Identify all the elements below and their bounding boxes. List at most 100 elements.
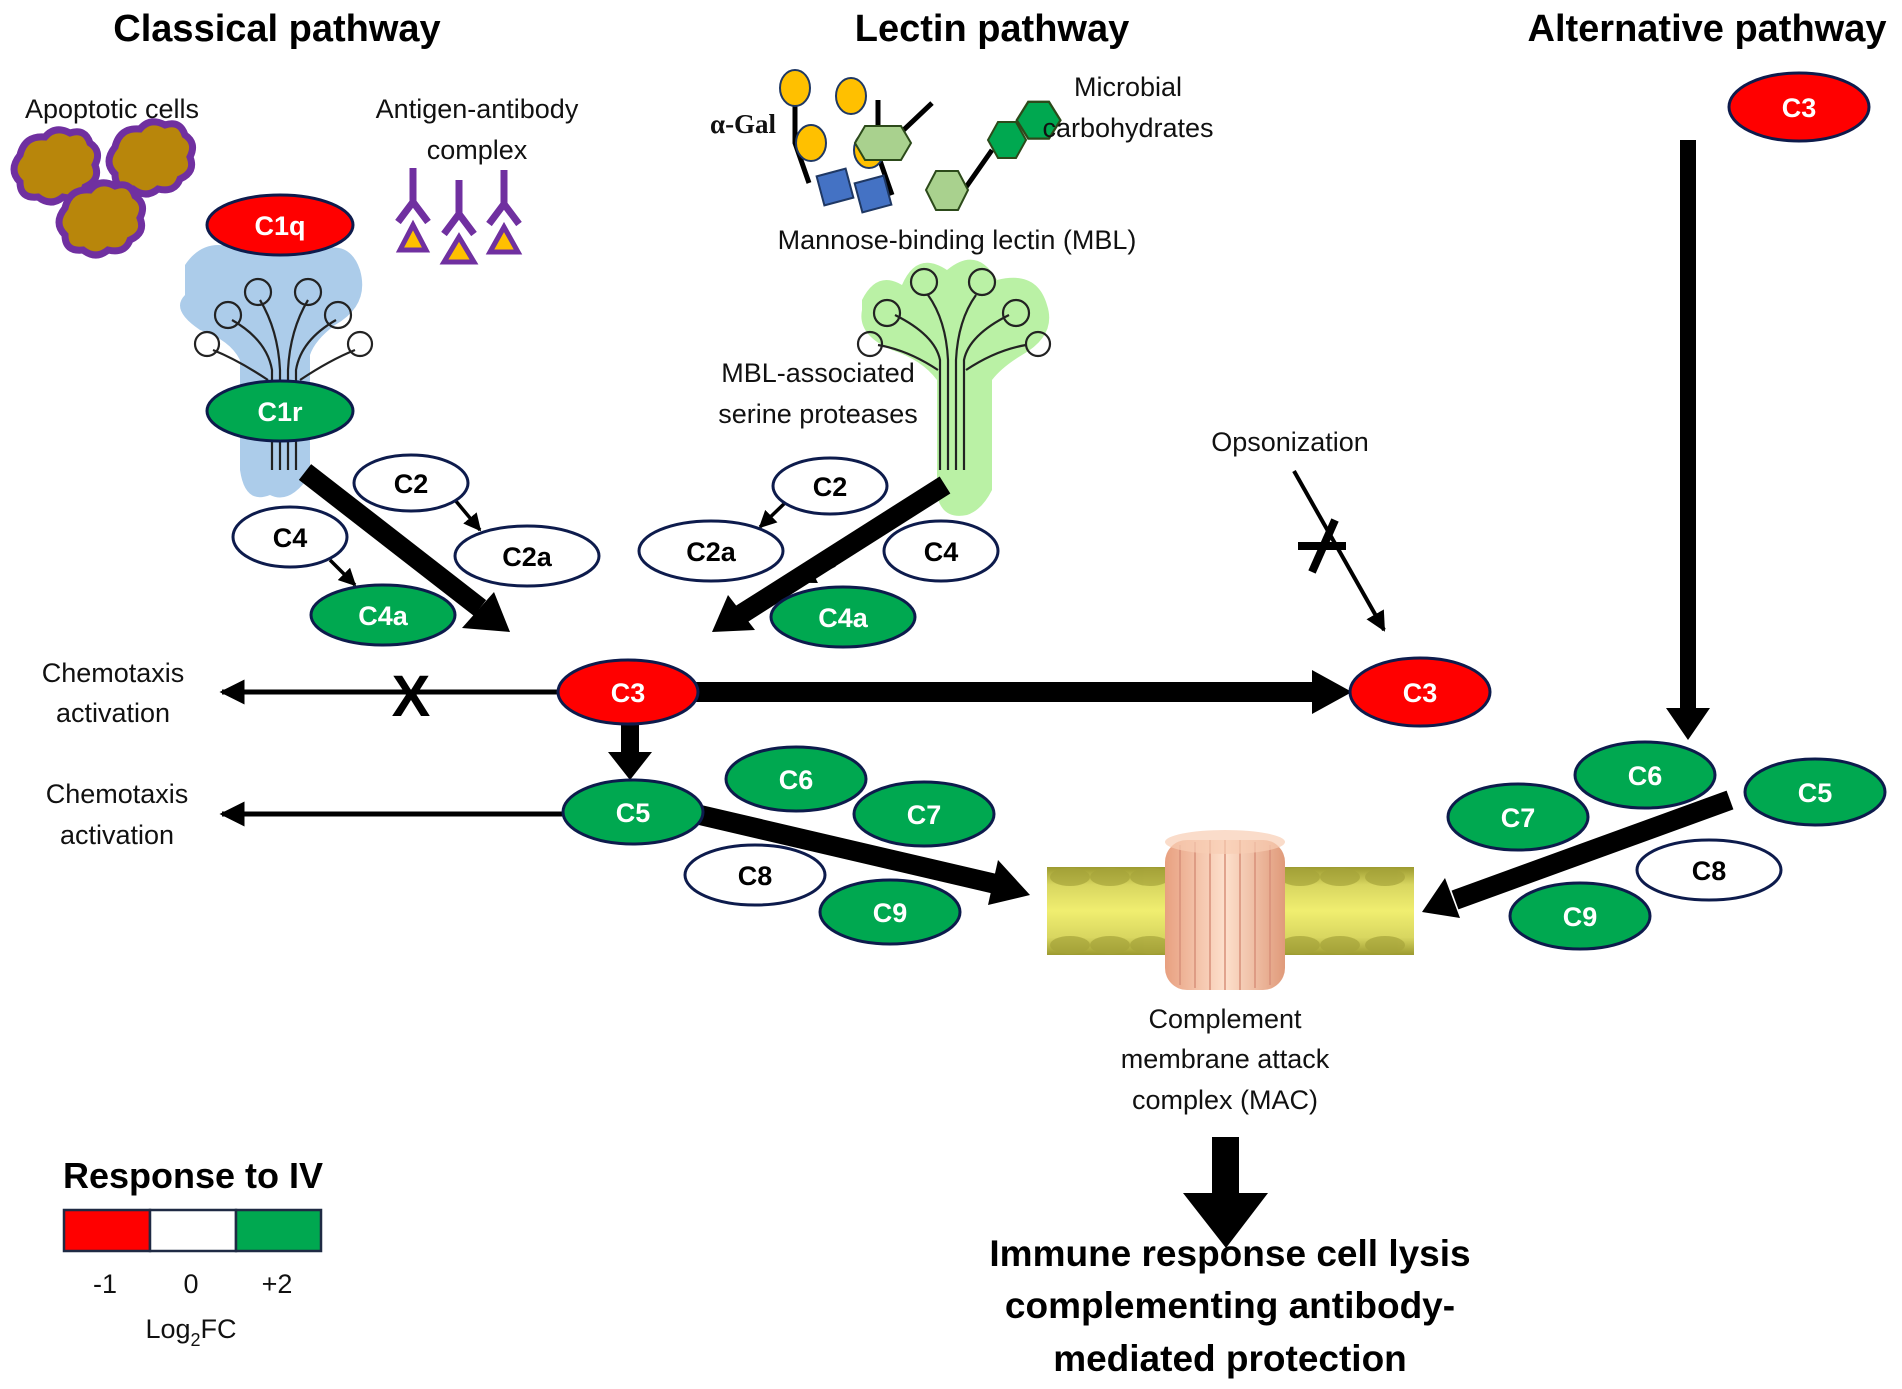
node-ellipse [637,519,785,583]
node-label: C6 [779,765,814,795]
classical-pathway-title: Classical pathway [113,8,440,50]
legend-tick-max: +2 [262,1269,293,1299]
legend-swatch-up [234,1208,323,1253]
apoptotic-cells-label: Apoptotic cells [25,94,199,124]
node-left-c6: C6 [724,745,868,813]
node-alt-c9: C9 [1508,881,1652,951]
legend-axis-label-main: Log [145,1314,190,1344]
masp-label-line2: serine proteases [718,399,918,429]
node-classical-c1q: C1q [205,193,355,257]
antigen-antibody-complex-icon [395,168,523,265]
node-label: C7 [907,800,942,830]
node-ellipse [683,843,827,907]
legend-axis-label: Log2FC [145,1314,236,1350]
mbl-complex-icon [856,259,1052,516]
node-lectin-c2a: C2a [637,519,785,583]
node-ellipse [1743,757,1887,827]
legend-swatch-down [62,1208,152,1253]
node-lectin-c4a: C4a [769,585,917,649]
classical-to-c3-arrow [298,464,510,632]
opsonization-arrow [1292,470,1386,632]
c3-to-c3-arrow [690,670,1352,714]
legend: Response to IV -1 0 +2 Log2FC [62,1155,323,1350]
c2-to-c2a-arrow [453,498,482,532]
node-lectin-c2: C2 [771,456,889,516]
apoptotic-cells-icon [10,118,197,259]
node-label: C2a [686,537,737,567]
node-ellipse [818,878,962,946]
mac-to-outcome-arrow [1183,1137,1268,1248]
node-classical-c4a: C4a [309,583,457,647]
antibody-icon [485,170,523,255]
node-ellipse [1573,740,1717,810]
node-ellipse [453,524,601,588]
microbial-carbohydrate-icon [853,100,1062,211]
node-ellipse [1348,656,1492,728]
node-label: C3 [1782,93,1817,123]
mac-label-line2: membrane attack [1121,1044,1330,1074]
node-ellipse [724,745,868,813]
masp-label-line1: MBL-associated [721,358,915,388]
node-ellipse [852,780,996,848]
antibody-icon [439,180,479,265]
apoptotic-cell-icon [10,126,102,206]
node-ellipse [769,585,917,649]
legend-axis-label-end: FC [201,1314,237,1344]
node-alt-c3: C3 [1727,71,1871,143]
node-ellipse [231,505,349,569]
outcome-line2: complementing antibody- [1005,1285,1455,1326]
outcome-line1: Immune response cell lysis [989,1233,1470,1274]
lectin-c4-to-c4a-arrow [798,563,836,584]
node-label: C5 [1798,778,1833,808]
left-to-mac-arrow [697,805,1030,905]
node-ellipse [771,456,889,516]
node-center-c3: C3 [556,658,700,726]
mac-label-line3: complex (MAC) [1132,1085,1318,1115]
mac-membrane-icon [1047,830,1414,990]
node-ellipse [561,778,705,846]
node-label: C2 [394,469,429,499]
legend-title: Response to IV [63,1155,323,1196]
lectin-pathway-title: Lectin pathway [855,8,1130,50]
c1-complex-icon [180,242,374,498]
node-alt-c7: C7 [1446,782,1590,852]
alt-c3-to-c5-arrow [1666,140,1710,740]
node-ellipse [205,193,355,257]
node-label: C3 [1403,678,1438,708]
node-alt-c5: C5 [1743,757,1887,827]
node-ellipse [205,379,355,443]
node-label: C4a [358,601,409,631]
alternative-pathway-title: Alternative pathway [1528,8,1887,50]
node-label: C7 [1501,803,1536,833]
node-label: C3 [611,678,646,708]
mac-label-line1: Complement [1148,1004,1302,1034]
node-label: C5 [616,798,651,828]
node-label: C4 [924,537,959,567]
mac-pore-icon [1165,830,1285,990]
microbial-carbohydrates-label-line2: carbohydrates [1042,113,1213,143]
node-ellipse [1635,838,1783,902]
legend-axis-label-sub: 2 [191,1330,201,1350]
antibody-icon [395,168,431,253]
outcome-line3: mediated protection [1053,1338,1407,1379]
node-ellipse [1446,782,1590,852]
chemotaxis-label-1b: activation [56,698,170,728]
node-ellipse [1508,881,1652,951]
node-left-c9: C9 [818,878,962,946]
node-left-c5: C5 [561,778,705,846]
chemotaxis-label-2a: Chemotaxis [46,779,189,809]
node-label: C4 [273,523,308,553]
node-label: C4a [818,603,869,633]
node-label: C9 [873,898,908,928]
c4-to-c4a-arrow [328,558,357,587]
node-left-c7: C7 [852,780,996,848]
chemotaxis-label-2b: activation [60,820,174,850]
node-classical-c1r: C1r [205,379,355,443]
apoptotic-cell-icon [55,179,147,259]
node-label: C8 [1692,856,1727,886]
node-label: C6 [1628,761,1663,791]
opsonization-label: Opsonization [1211,427,1369,457]
node-ellipse [882,519,1000,583]
